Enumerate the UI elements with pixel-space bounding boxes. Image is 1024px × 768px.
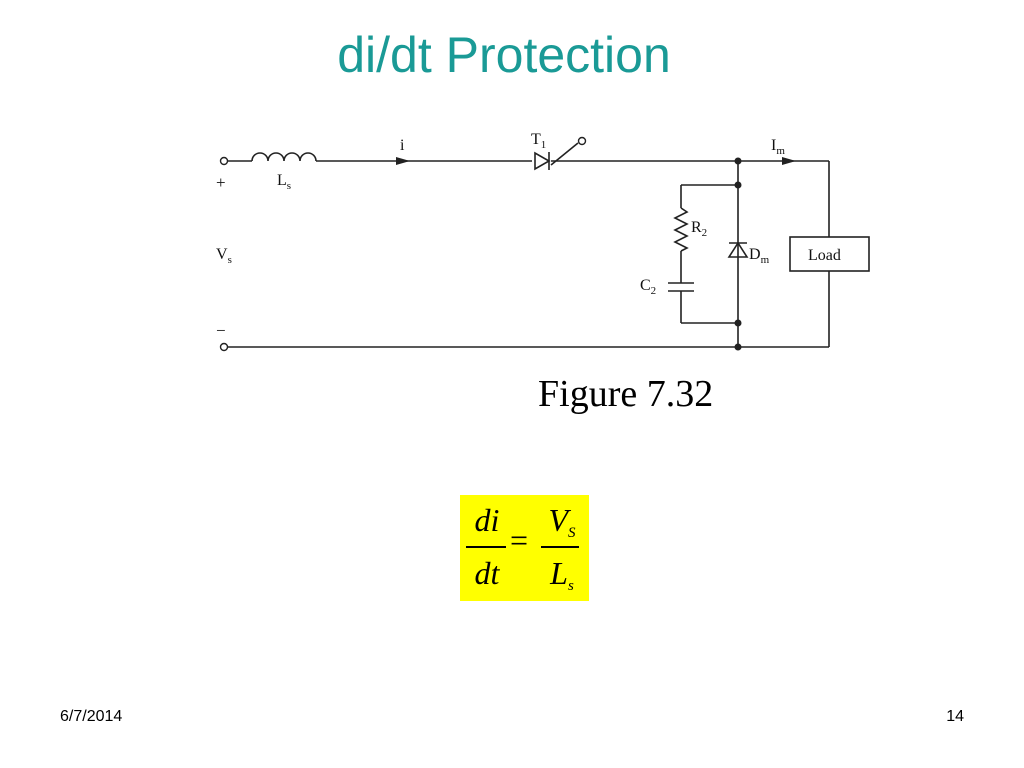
label-dm-sub: m [761,254,770,266]
fraction-bar-right [541,546,579,548]
label-r2: R [691,219,702,236]
inductor-ls [251,152,317,162]
thyristor-gate-terminal [577,136,587,146]
junction-dot [734,343,742,351]
svg-text:Im: Im [771,137,785,157]
label-minus: − [216,321,226,340]
svg-text:Dm: Dm [749,246,770,266]
fraction-bar-left [466,546,506,548]
current-arrow-im [782,157,796,165]
label-i: i [400,137,405,154]
terminal-negative [219,342,229,352]
footer-date: 6/7/2014 [60,708,123,725]
footer-page-number: 14 [946,708,964,725]
formula-denominator-right: Ls [550,555,574,594]
svg-text:Vs: Vs [216,246,232,266]
label-vs-sub: s [228,254,232,266]
label-im-sub: m [776,145,785,157]
svg-text:R2: R2 [691,219,707,239]
label-im: I [771,137,776,154]
junction-dot [734,319,742,327]
label-dm: D [749,246,761,263]
current-arrow-i [396,157,410,165]
resistor-r2 [673,207,689,252]
formula-equals: = [510,522,529,558]
formula-highlight [460,495,589,601]
label-t1-sub: 1 [541,139,547,151]
svg-text:C2: C2 [640,277,656,297]
label-ls-sub: s [287,180,291,192]
junction-dot [734,181,742,189]
formula-numerator-left: di [474,502,500,538]
diode-dm [727,241,749,258]
junction-dot [734,157,742,165]
formula-numerator-right: VS [548,502,576,541]
formula-denominator-left: dt [474,555,500,591]
load-box [789,236,870,272]
label-t1: T [531,131,541,148]
label-r2-sub: 2 [702,227,708,239]
label-c2-sub: 2 [651,285,657,297]
label-vs: V [216,246,228,263]
label-load: Load [808,247,841,264]
thyristor-t1 [534,151,551,171]
terminal-positive [219,156,229,166]
label-plus: + [216,173,226,192]
figure-caption: Figure 7.32 [538,373,714,415]
svg-text:T1: T1 [531,131,546,151]
svg-text:Ls: Ls [277,172,291,192]
slide-title: di/dt Protection [337,27,671,83]
label-c2: C [640,277,651,294]
label-ls: L [277,172,287,189]
circuit-diagram: + − Ls i T1 Im Vs R2 C2 Dm Load [216,131,870,352]
